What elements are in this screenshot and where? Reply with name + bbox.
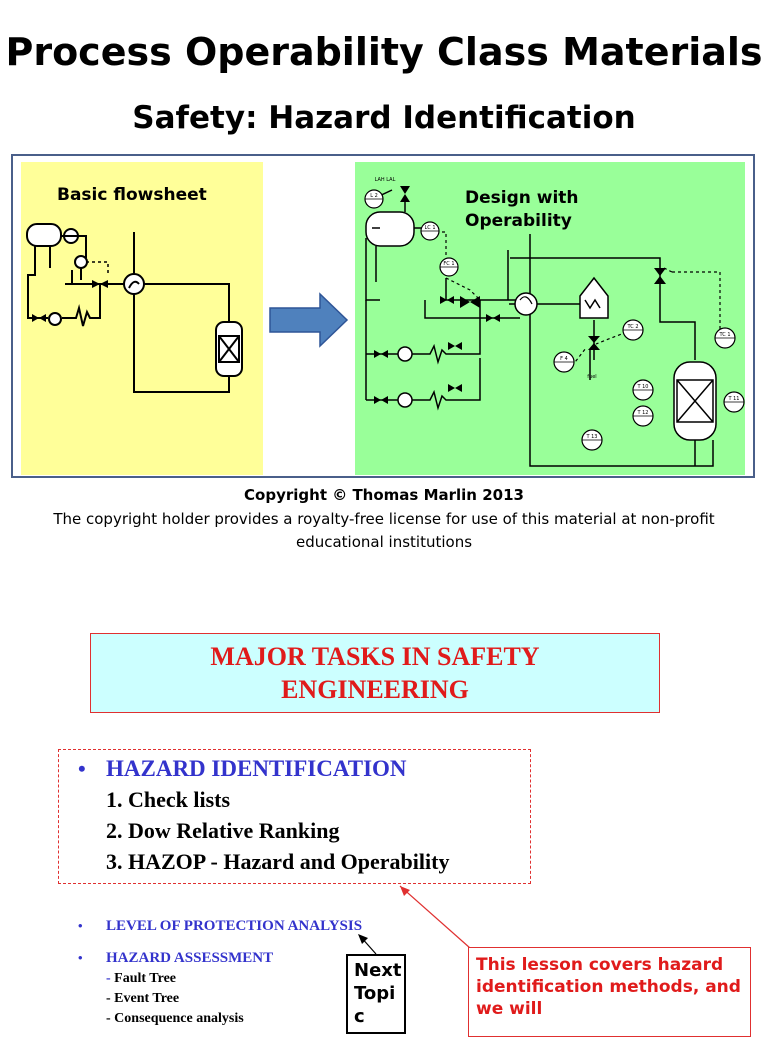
page-title: Process Operability Class Materials: [5, 30, 763, 74]
svg-text:FC 1: FC 1: [443, 261, 454, 267]
hazard-item-dow-ranking: 2. Dow Relative Ranking: [106, 818, 340, 843]
transform-arrow-icon: [269, 292, 349, 348]
svg-text:fuel: fuel: [587, 374, 596, 380]
svg-text:L 2: L 2: [370, 193, 378, 199]
license-text: The copyright holder provides a royalty-…: [53, 510, 715, 551]
bullet-icon: •: [78, 918, 83, 933]
bullet-icon: •: [78, 756, 86, 781]
basic-valves: [32, 280, 108, 322]
svg-text:T 12: T 12: [636, 410, 648, 416]
assessment-item-event-tree: - Event Tree: [106, 991, 180, 1006]
svg-text:T 10: T 10: [636, 384, 648, 390]
page-subtitle: Safety: Hazard Identification: [132, 100, 636, 136]
lopa-heading: LEVEL OF PROTECTION ANALYSIS: [106, 918, 363, 934]
svg-text:TC 2: TC 2: [626, 324, 638, 330]
basic-flowsheet-label: Basic flowsheet: [57, 185, 207, 205]
assessment-item-consequence: - Consequence analysis: [106, 1011, 244, 1026]
assessment-item-fault-tree: - Fault Tree: [106, 971, 176, 986]
instrument-tag-labels: LAH LAL L 2 LC 1 FC 1 TC 2 TC 1 F 4 fuel…: [370, 177, 739, 440]
hazard-identification-heading: HAZARD IDENTIFICATION: [106, 756, 407, 781]
hazard-item-hazop: 3. HAZOP - Hazard and Operability: [106, 849, 450, 874]
copyright-line: Copyright © Thomas Marlin 2013: [244, 486, 524, 504]
svg-text:F 4: F 4: [560, 356, 568, 362]
major-tasks-title: MAJOR TASKS IN SAFETY ENGINEERING: [210, 642, 540, 704]
basic-heat-exchanger-icon: [123, 273, 145, 295]
svg-text:T 13: T 13: [585, 434, 597, 440]
hazard-item-check-lists: 1. Check lists: [106, 787, 231, 812]
design-label-line-1: Design with: [465, 188, 579, 208]
major-tasks-banner: MAJOR TASKS IN SAFETY ENGINEERING: [90, 633, 660, 713]
instrument-dividers: [365, 198, 744, 441]
basic-pump-icon: [48, 312, 62, 326]
next-topic-box: Next Topic: [346, 954, 406, 1034]
design-label-line-2: Operability: [465, 211, 572, 231]
design-valves: [374, 186, 666, 404]
svg-text:LAH LAL: LAH LAL: [375, 177, 396, 183]
lesson-note-box: This lesson covers hazard identification…: [468, 947, 751, 1037]
design-pump-2-icon: [397, 392, 413, 408]
design-drum-icon: [365, 211, 415, 247]
svg-text:T 11: T 11: [727, 396, 739, 402]
lesson-callout-line: [399, 885, 471, 949]
lesson-callout-arrowhead-icon: [400, 886, 410, 896]
hazard-assessment-heading: HAZARD ASSESSMENT: [106, 950, 274, 966]
furnace-icon: [579, 276, 609, 319]
feed-drum-icon: [26, 223, 62, 247]
hazard-identification-box: [58, 749, 531, 884]
design-heat-exchanger-icon: [514, 292, 538, 316]
svg-text:LC 1: LC 1: [424, 225, 435, 231]
basic-flowsheet-lines: [26, 223, 243, 393]
design-equipment: [397, 276, 717, 441]
svg-text:TC 1: TC 1: [718, 332, 730, 338]
next-topic-arrowhead-icon: [358, 934, 368, 944]
design-signal-lines: [424, 231, 721, 367]
design-pump-1-icon: [397, 346, 413, 362]
design-operability-label: Design with Operability: [465, 187, 645, 233]
bullet-icon: •: [78, 950, 83, 965]
